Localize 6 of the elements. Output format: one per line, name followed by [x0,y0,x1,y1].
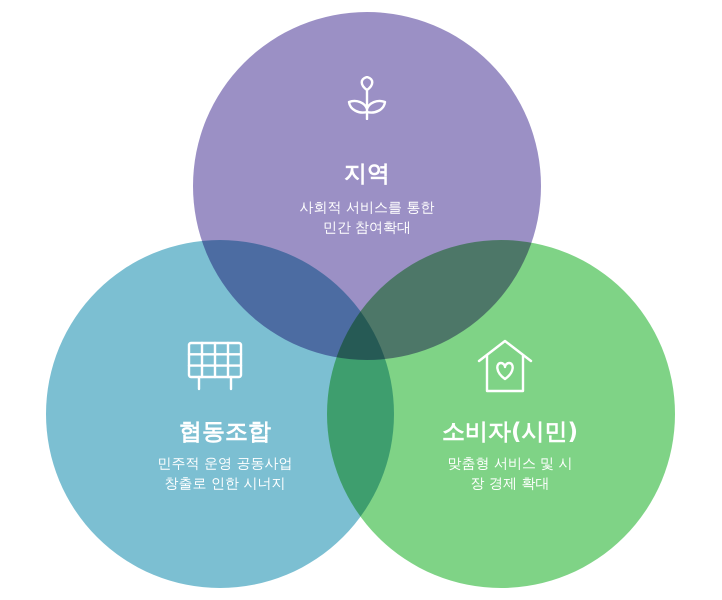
circle-description: 사회적 서비스를 통한 민간 참여확대 [298,199,436,238]
circle-title: 소비자(시민) [442,418,578,447]
circle-title: 협동조합 [179,418,271,447]
circle-title: 지역 [344,160,390,189]
circle-description: 맞춤형 서비스 및 시장 경제 확대 [446,455,574,494]
circle-description: 민주적 운영 공동사업 창출로 인한 시너지 [156,455,294,494]
